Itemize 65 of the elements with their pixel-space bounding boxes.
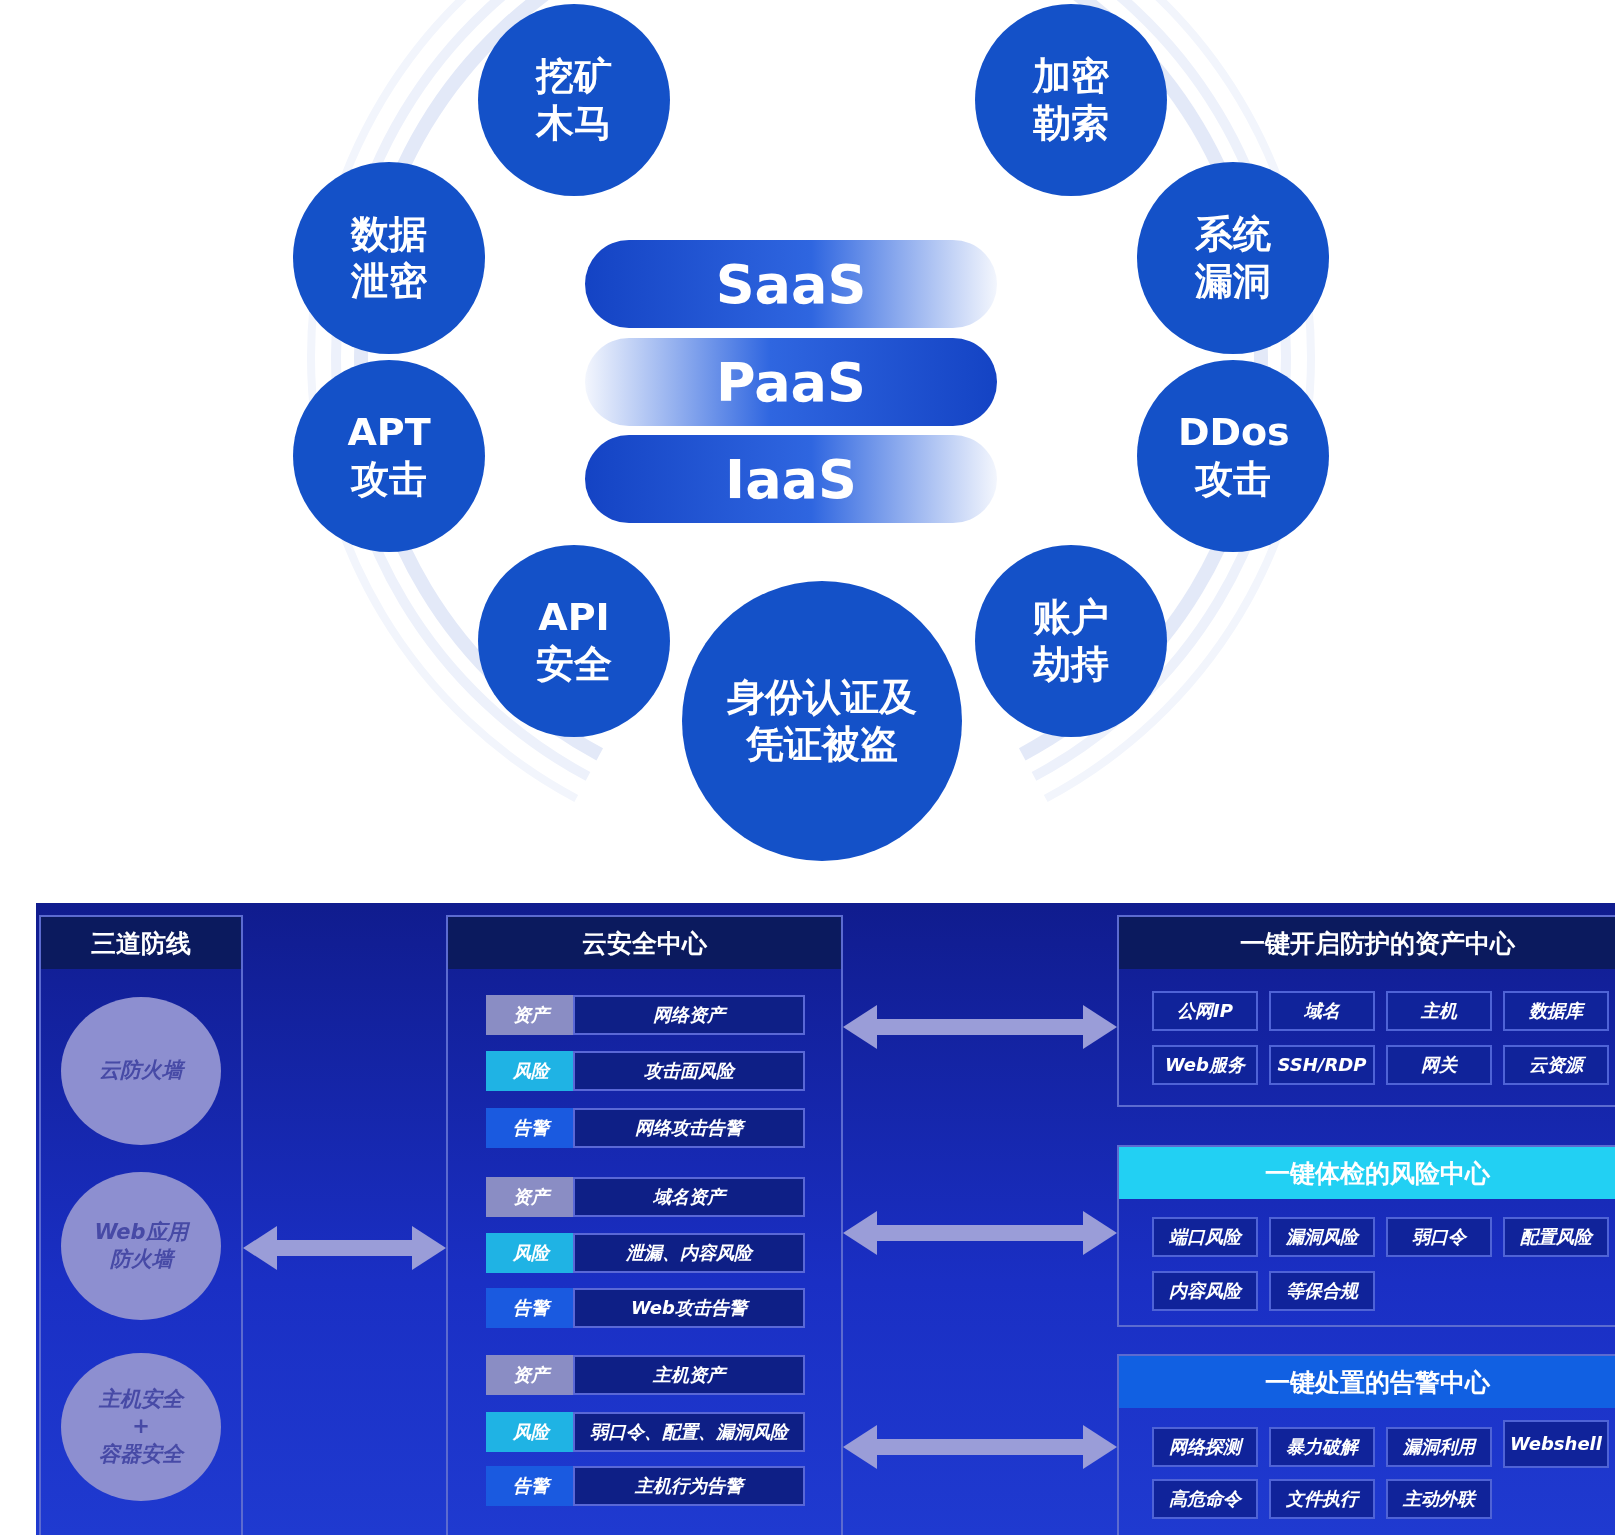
item-box: 漏洞风险 (1269, 1217, 1375, 1257)
category-tag: 资产 (486, 1177, 575, 1217)
category-tag: 风险 (486, 1233, 575, 1273)
category-tag: 资产 (486, 1355, 575, 1395)
category-tag: 告警 (486, 1108, 575, 1148)
item-box: SSH/RDP (1269, 1045, 1375, 1085)
category-tag: 告警 (486, 1466, 575, 1506)
item-box: 高危命令 (1152, 1479, 1258, 1519)
item-box: 等保合规 (1269, 1271, 1375, 1311)
double-arrow (843, 1211, 1117, 1255)
threat-circle: API安全 (478, 545, 670, 737)
item-box: Web服务 (1152, 1045, 1258, 1085)
item-box: 网络攻击告警 (573, 1108, 805, 1148)
category-tag: 告警 (486, 1288, 575, 1328)
item-box: 数据库 (1503, 991, 1609, 1031)
item-box: 内容风险 (1152, 1271, 1258, 1311)
item-box: 泄漏、内容风险 (573, 1233, 805, 1273)
item-box: 弱口令 (1386, 1217, 1492, 1257)
service-layer-bar: PaaS (585, 338, 997, 426)
threat-circle: DDos攻击 (1137, 360, 1329, 552)
panel-heading: 三道防线 (41, 917, 241, 969)
item-box: 攻击面风险 (573, 1051, 805, 1091)
item-box: 主机行为告警 (573, 1466, 805, 1506)
panel (39, 915, 243, 1535)
panel-heading: 一键处置的告警中心 (1119, 1356, 1615, 1408)
item-box: Webshell (1503, 1420, 1609, 1468)
item-box: 网络资产 (573, 995, 805, 1035)
item-box: 主机 (1386, 991, 1492, 1031)
threat-circle: 账户劫持 (975, 545, 1167, 737)
category-tag: 风险 (486, 1051, 575, 1091)
item-box: 漏洞利用 (1386, 1427, 1492, 1467)
category-tag: 风险 (486, 1412, 575, 1452)
threat-circle: 加密勒索 (975, 4, 1167, 196)
item-box: 暴力破解 (1269, 1427, 1375, 1467)
item-box: 网关 (1386, 1045, 1492, 1085)
threat-circle: 身份认证及凭证被盗 (682, 581, 962, 861)
service-layer-bar: IaaS (585, 435, 997, 523)
panel-heading: 一键开启防护的资产中心 (1119, 917, 1615, 969)
item-box: 主机资产 (573, 1355, 805, 1395)
panel (1117, 915, 1615, 1107)
panel (1117, 1354, 1615, 1535)
panel-heading: 云安全中心 (448, 917, 841, 969)
panel (446, 915, 843, 1535)
threat-circle: 系统漏洞 (1137, 162, 1329, 354)
double-arrow (843, 1425, 1117, 1469)
service-layer-bar: SaaS (585, 240, 997, 328)
item-box: 配置风险 (1503, 1217, 1609, 1257)
panel-heading: 一键体检的风险中心 (1119, 1147, 1615, 1199)
item-box: 网络探测 (1152, 1427, 1258, 1467)
item-box: 文件执行 (1269, 1479, 1375, 1519)
item-box: 云资源 (1503, 1045, 1609, 1085)
category-tag: 资产 (486, 995, 575, 1035)
item-box: 域名 (1269, 991, 1375, 1031)
item-box: 端口风险 (1152, 1217, 1258, 1257)
threat-circle: 挖矿木马 (478, 4, 670, 196)
double-arrow (243, 1226, 446, 1270)
threat-circle: 数据泄密 (293, 162, 485, 354)
item-box: 主动外联 (1386, 1479, 1492, 1519)
item-box: 弱口令、配置、漏洞风险 (573, 1412, 805, 1452)
double-arrow (843, 1005, 1117, 1049)
item-box: Web攻击告警 (573, 1288, 805, 1328)
threat-circle: APT攻击 (293, 360, 485, 552)
panel (1117, 1145, 1615, 1327)
item-box: 公网IP (1152, 991, 1258, 1031)
item-box: 域名资产 (573, 1177, 805, 1217)
